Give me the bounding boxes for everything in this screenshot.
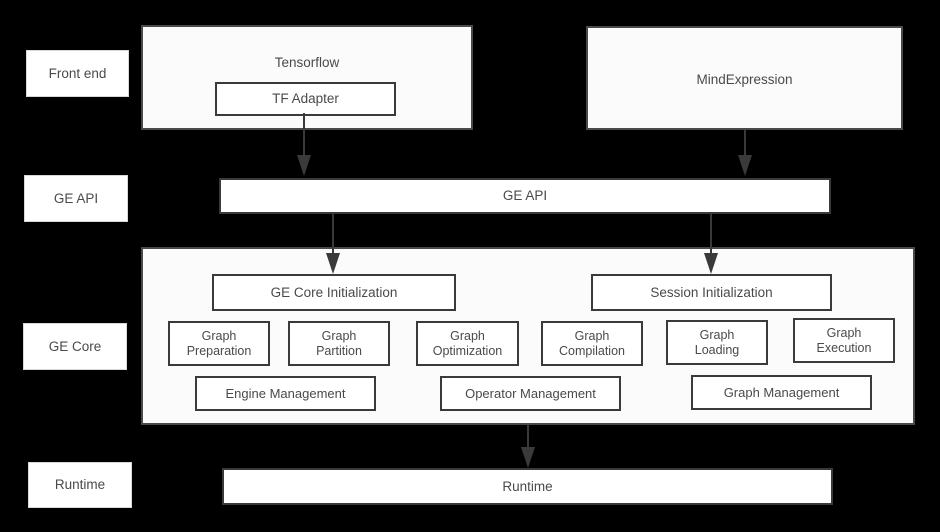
session-initialization-box[interactable]: Session Initialization [591,274,832,311]
connector-mindexpression-to-ge-api [738,130,752,176]
ge-api-bar[interactable]: GE API [219,178,831,214]
layer-label-runtime: Runtime [28,462,132,508]
graph-loading-label: Graph Loading [694,327,740,357]
runtime-bar[interactable]: Runtime [222,468,833,505]
graph-compilation-box[interactable]: Graph Compilation [541,321,643,366]
graph-optimization-box[interactable]: Graph Optimization [416,321,519,366]
graph-execution-box[interactable]: Graph Execution [793,318,895,363]
ge-core-initialization-label: GE Core Initialization [270,284,398,300]
graph-compilation-label: Graph Compilation [558,328,625,358]
graph-management-label: Graph Management [723,384,840,400]
connector-ge-api-to-session-initialization [704,214,718,274]
layer-label-ge-api-text: GE API [53,190,99,206]
graph-optimization-label: Graph Optimization [432,328,503,358]
tf-adapter-box[interactable]: TF Adapter [215,82,396,116]
engine-management-box[interactable]: Engine Management [195,376,376,411]
graph-partition-box[interactable]: Graph Partition [288,321,390,366]
engine-management-label: Engine Management [225,385,346,401]
ge-api-bar-label: GE API [502,188,548,204]
connector-ge-api-to-ge-core-initialization [326,214,340,274]
session-initialization-label: Session Initialization [650,284,773,300]
operator-management-label: Operator Management [465,385,596,401]
layer-label-ge-api: GE API [24,175,128,222]
layer-label-front-end: Front end [26,50,129,97]
graph-preparation-label: Graph Preparation [186,328,252,358]
tf-adapter-label: TF Adapter [272,91,339,107]
layer-label-ge-core-text: GE Core [48,338,102,354]
layer-label-runtime-text: Runtime [54,477,106,493]
connector-tf-adapter-to-ge-api [297,113,311,176]
mindexpression-title: MindExpression [696,72,793,87]
mindexpression-group: MindExpression [586,26,903,130]
ge-core-group: GE Core Initialization Session Initializ… [141,247,915,425]
graph-execution-label: Graph Execution [816,325,872,355]
graph-management-box[interactable]: Graph Management [691,375,872,410]
tensorflow-group: Tensorflow TF Adapter [141,25,473,130]
graph-preparation-box[interactable]: Graph Preparation [168,321,270,366]
graph-partition-label: Graph Partition [316,328,362,358]
layer-label-front-end-text: Front end [48,65,107,81]
ge-core-initialization-box[interactable]: GE Core Initialization [212,274,456,311]
graph-loading-box[interactable]: Graph Loading [666,320,768,365]
connector-ge-core-to-runtime [521,425,535,468]
tensorflow-title: Tensorflow [274,55,340,70]
layer-label-ge-core: GE Core [23,323,127,370]
operator-management-box[interactable]: Operator Management [440,376,621,411]
runtime-bar-label: Runtime [502,478,553,494]
